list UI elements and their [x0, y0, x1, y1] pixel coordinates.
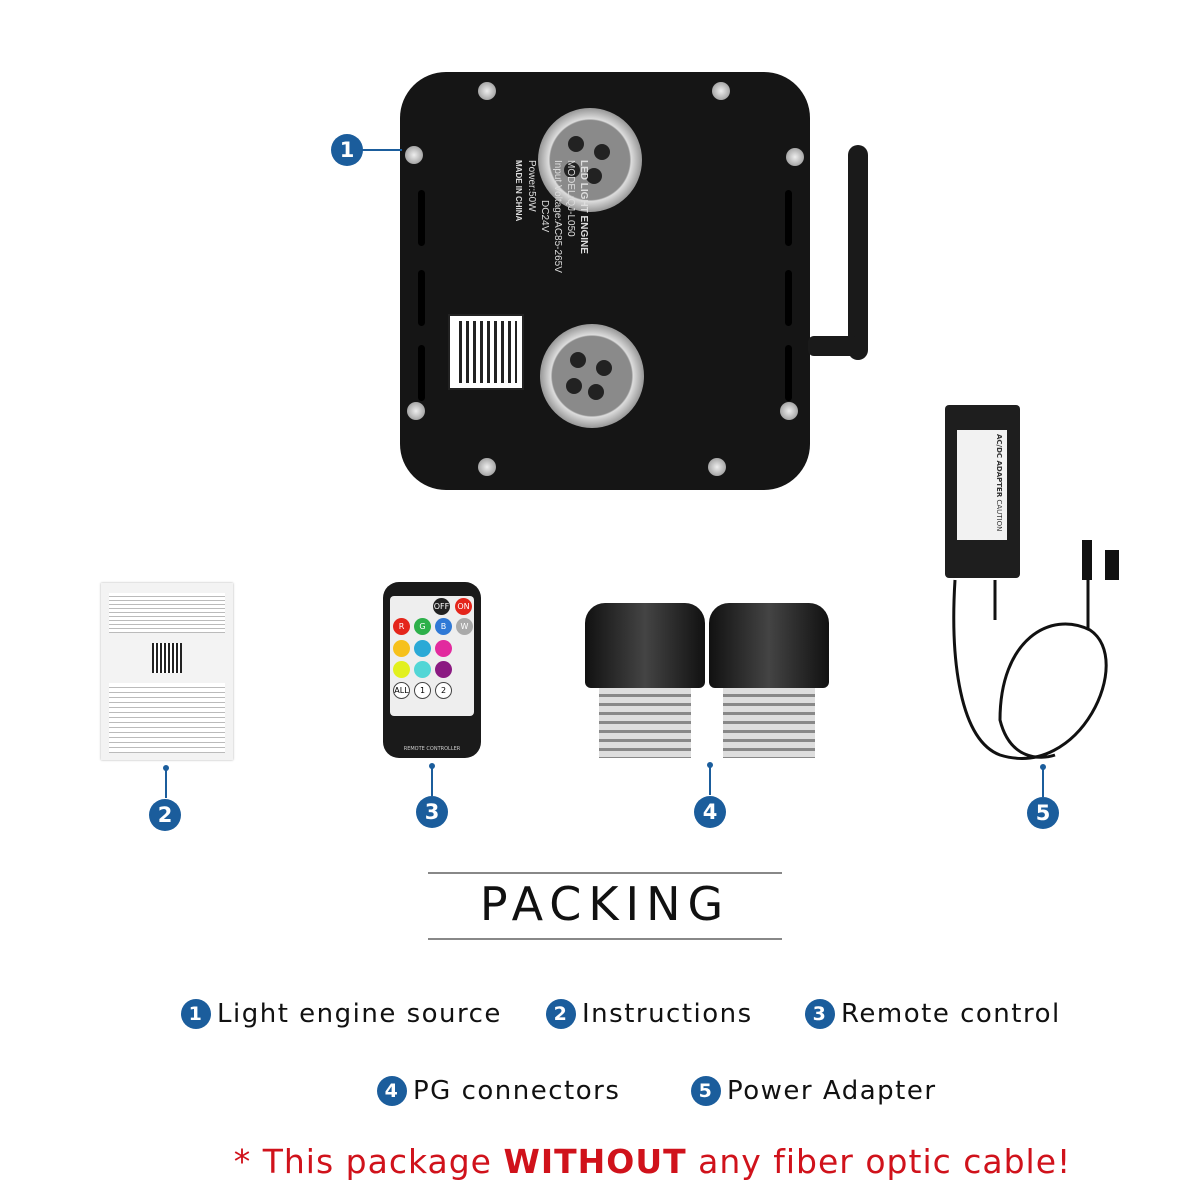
screw	[712, 82, 730, 100]
notice-emphasis: WITHOUT	[503, 1142, 687, 1181]
legend-number: 4	[377, 1076, 407, 1106]
remote-w: W	[456, 618, 473, 635]
packing-heading: PACKING	[479, 877, 731, 931]
legend-number: 2	[546, 999, 576, 1029]
remote-off: OFF	[433, 598, 450, 615]
label-line: MADE IN CHINA	[514, 160, 523, 222]
remote-on: ON	[455, 598, 472, 615]
legend-label: Light engine source	[217, 999, 502, 1029]
antenna	[848, 145, 868, 360]
label-line: LED LIGHT ENGINE	[578, 160, 589, 254]
screw	[405, 146, 423, 164]
divider	[428, 938, 782, 940]
screw	[786, 148, 804, 166]
label-line: DC24V	[539, 200, 550, 233]
antenna-base	[808, 336, 858, 356]
callout-1: 1	[331, 134, 363, 166]
qr-code	[448, 314, 524, 390]
remote-label: REMOTE CONTROLLER	[403, 746, 461, 752]
callout-2: 2	[149, 799, 181, 831]
remote-all: ALL	[393, 682, 410, 699]
legend-label: PG connectors	[413, 1076, 621, 1106]
label-line: Input Voltage:AC85-265V	[552, 160, 563, 273]
adapter-cable	[952, 540, 1119, 760]
screw	[780, 402, 798, 420]
adapter-caution: CAUTION	[995, 499, 1003, 532]
screw	[407, 402, 425, 420]
callout-4: 4	[694, 796, 726, 828]
legend-label: Power Adapter	[727, 1076, 937, 1106]
notice-suffix: any fiber optic cable!	[686, 1142, 1072, 1181]
lens	[540, 324, 644, 428]
legend-label: Instructions	[582, 999, 753, 1029]
legend-number: 3	[805, 999, 835, 1029]
legend-number: 1	[181, 999, 211, 1029]
notice-prefix: * This package	[233, 1142, 504, 1181]
screw	[708, 458, 726, 476]
instructions-image	[101, 583, 233, 760]
pg-connector-image	[709, 603, 829, 758]
adapter-label: AC/DC ADAPTER	[995, 434, 1003, 498]
callout-line	[362, 149, 402, 151]
engine-label: LED LIGHT ENGINE MODEL:QJ-L050 Input Vol…	[450, 160, 590, 300]
remote-1: 1	[414, 682, 431, 699]
screw	[478, 458, 496, 476]
legend-number: 5	[691, 1076, 721, 1106]
screw	[478, 82, 496, 100]
pg-connector-image	[585, 603, 705, 758]
remote-b: B	[435, 618, 452, 635]
remote-control-image: OFF ON R G B W ALL 1 2 REMOTE CONTROLLER	[383, 582, 481, 758]
callout-3: 3	[416, 796, 448, 828]
remote-r: R	[393, 618, 410, 635]
remote-g: G	[414, 618, 431, 635]
label-line: Power:50W	[526, 160, 537, 212]
notice: * This package WITHOUT any fiber optic c…	[0, 1142, 1200, 1181]
legend-label: Remote control	[841, 999, 1061, 1029]
callout-5: 5	[1027, 797, 1059, 829]
remote-2: 2	[435, 682, 452, 699]
lens	[538, 108, 642, 212]
label-line: MODEL:QJ-L050	[565, 160, 576, 237]
power-adapter-image: AC/DC ADAPTER CAUTION	[945, 405, 1020, 578]
divider	[428, 872, 782, 874]
